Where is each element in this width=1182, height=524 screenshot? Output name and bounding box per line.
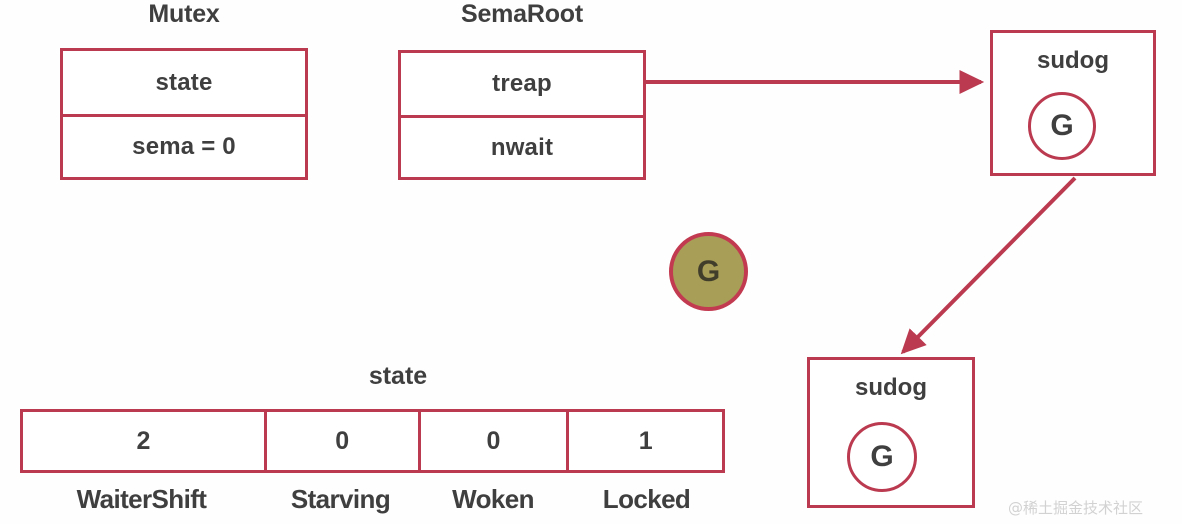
state-bitfield-table: 2 0 0 1 [20,409,725,473]
arrow-sudog-1-to-sudog-2 [900,176,1077,355]
sudog-box-1: sudog G [990,30,1156,176]
state-cell-starving: 0 [263,412,418,470]
state-label-locked: Locked [602,484,691,514]
mutex-title: Mutex [148,0,220,28]
mutex-box: state sema = 0 [60,48,308,180]
state-label-starving: Starving [290,484,391,514]
state-cell-woken: 0 [417,412,567,470]
mutex-field-sema: sema = 0 [63,114,305,177]
running-goroutine-circle: G [669,232,748,311]
state-bitfield-labels: WaiterShift Starving Woken Locked [20,484,725,515]
semaroot-field-treap: treap [492,70,552,97]
goroutine-circle-1: G [1028,92,1096,160]
semaroot-title: SemaRoot [460,0,584,28]
state-cell-locked: 1 [566,412,722,470]
semaroot-box: treap nwait [398,50,646,180]
sudog-label-2: sudog [855,374,927,401]
goroutine-circle-2: G [847,422,917,492]
state-field-title: state [368,362,428,390]
state-label-woken: Woken [452,484,534,514]
state-label-waitershift: WaiterShift [76,484,207,514]
state-cell-waitershift: 2 [136,426,151,455]
mutex-field-state: state [155,68,213,96]
sudog-box-2: sudog G [807,357,975,508]
watermark: @稀土掘金技术社区 [1008,499,1144,517]
sudog-label-1: sudog [1037,47,1109,74]
semaroot-field-nwait: nwait [401,115,643,177]
